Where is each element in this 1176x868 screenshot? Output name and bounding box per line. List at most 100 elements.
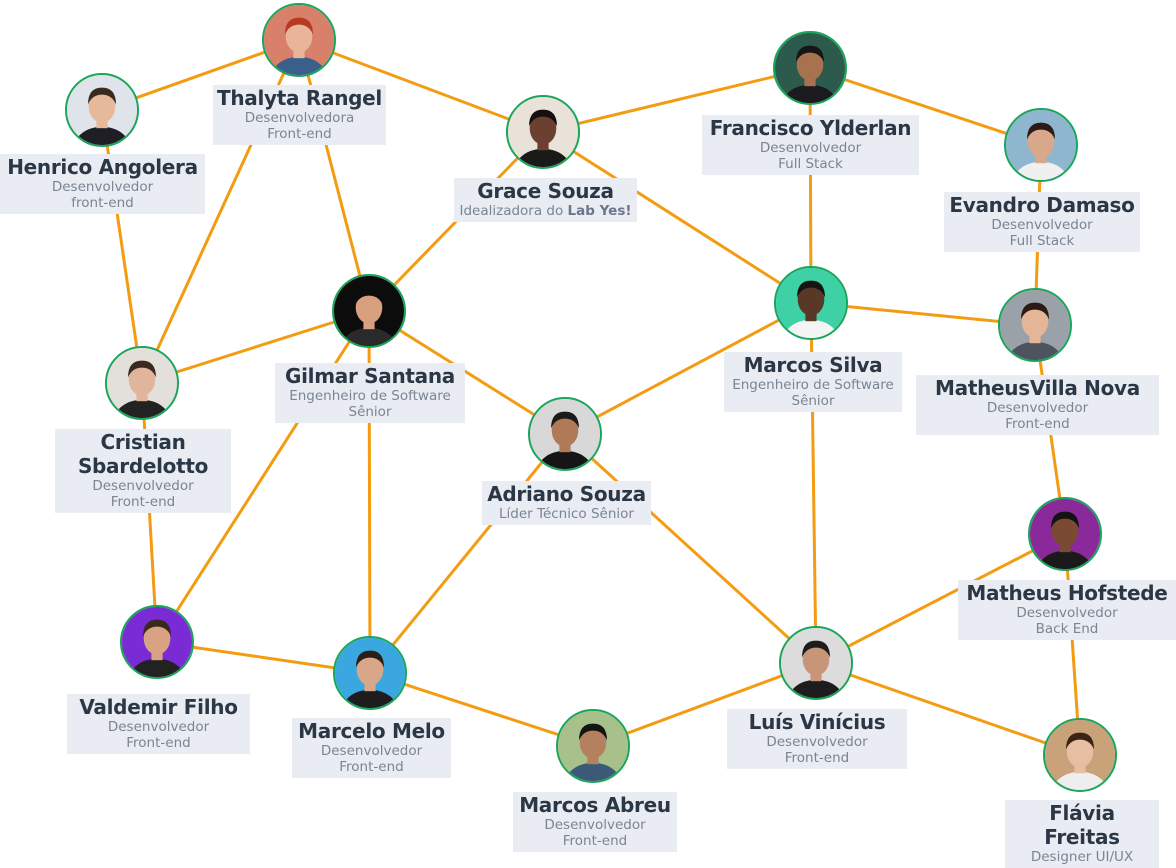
avatar-gilmar[interactable] — [332, 274, 406, 348]
person-role: Desenvolvedor — [51, 179, 154, 195]
card-cristian: Cristian Sbardelotto Desenvolvedor Front… — [55, 429, 231, 513]
portrait-icon — [1000, 290, 1070, 360]
avatar-valdemir[interactable] — [120, 605, 194, 679]
person-role-detail: Sênior — [791, 393, 835, 409]
avatar-marcelo[interactable] — [333, 636, 407, 710]
avatar-grace[interactable] — [506, 95, 580, 169]
person-role: Líder Técnico Sênior — [499, 506, 634, 522]
person-name: Marcos Silva — [743, 353, 883, 377]
person-role: Desenvolvedor — [107, 719, 210, 735]
portrait-icon — [334, 276, 404, 346]
connection-luis-flavia — [815, 661, 1081, 757]
person-role: Idealizadora do Lab Yes! — [459, 203, 632, 219]
card-luis: Luís Vinícius Desenvolvedor Front-end — [727, 709, 907, 769]
avatar-adriano[interactable] — [528, 397, 602, 471]
person-role-detail: Front-end — [784, 750, 850, 766]
connection-marcos_silva-matheus_villa — [810, 301, 1036, 327]
portrait-icon — [508, 97, 578, 167]
connection-adriano-marcelo — [368, 433, 567, 674]
person-role-detail: Front-end — [110, 494, 176, 510]
connection-francisco-marcos_silva — [808, 67, 813, 304]
connection-grace-francisco — [542, 66, 811, 134]
card-henrico: Henrico Angolera Desenvolvedor front-end — [0, 154, 205, 214]
person-role-detail: Front-end — [267, 126, 332, 142]
avatar-luis[interactable] — [779, 626, 853, 700]
card-matheus-villa: MatheusVilla Nova Desenvolvedor Front-en… — [916, 375, 1159, 435]
person-role: Desenvolvedor — [986, 400, 1089, 416]
person-name: MatheusVilla Nova — [935, 376, 1140, 400]
card-valdemir: Valdemir Filho Desenvolvedor Front-end — [67, 694, 250, 754]
person-role: Desenvolvedor — [1016, 605, 1118, 621]
avatar-marcos-silva[interactable] — [774, 266, 848, 340]
person-name: Valdemir Filho — [79, 695, 238, 719]
person-name: Luís Vinícius — [748, 710, 886, 734]
connection-marcelo-marcos_abreu — [369, 671, 594, 748]
card-francisco: Francisco Ylderlan Desenvolvedor Full St… — [702, 115, 919, 175]
avatar-henrico[interactable] — [65, 73, 139, 147]
person-role: Desenvolvedor — [991, 217, 1093, 233]
person-role: Designer UI/UX — [1030, 849, 1134, 865]
person-role-detail: Back End — [1035, 621, 1099, 637]
person-name: Thalyta Rangel — [217, 86, 382, 110]
connection-adriano-luis — [563, 432, 818, 665]
person-role: Desenvolvedor — [759, 140, 862, 156]
card-evandro: Evandro Damaso Desenvolvedor Full Stack — [944, 192, 1140, 252]
person-name: Grace Souza — [477, 179, 614, 203]
avatar-francisco[interactable] — [773, 31, 847, 105]
person-role-detail: Front-end — [339, 759, 404, 775]
portrait-icon — [775, 33, 845, 103]
portrait-icon — [776, 268, 846, 338]
person-role: Desenvolvedor — [766, 734, 868, 750]
card-matheus-hofstede: Matheus Hofstede Desenvolvedor Back End — [958, 580, 1176, 640]
portrait-icon — [781, 628, 851, 698]
person-role: Desenvolvedor — [92, 478, 194, 494]
card-grace: Grace Souza Idealizadora do Lab Yes! — [454, 178, 637, 222]
portrait-icon — [122, 607, 192, 677]
portrait-icon — [1045, 720, 1115, 790]
portrait-icon — [1030, 499, 1100, 569]
portrait-icon — [1006, 110, 1076, 180]
portrait-icon — [558, 711, 628, 781]
person-role: Engenheiro de Software — [732, 377, 894, 393]
card-adriano: Adriano Souza Líder Técnico Sênior — [482, 481, 651, 525]
avatar-evandro[interactable] — [1004, 108, 1078, 182]
avatar-cristian[interactable] — [105, 346, 179, 420]
connection-luis-matheus_hofstede — [815, 532, 1066, 665]
person-name: Adriano Souza — [487, 482, 646, 506]
portrait-icon — [335, 638, 405, 708]
person-name: Matheus Hofstede — [966, 581, 1168, 605]
connection-henrico-cristian — [100, 109, 144, 384]
person-role-detail: Front-end — [562, 833, 628, 849]
person-name: Francisco Ylderlan — [709, 116, 912, 140]
portrait-icon — [530, 399, 600, 469]
person-role-detail: Front-end — [1005, 416, 1070, 432]
person-role: Desenvolvedor — [544, 817, 646, 833]
portrait-icon — [107, 348, 177, 418]
person-role-detail: Full Stack — [778, 156, 843, 172]
person-role-detail: Front-end — [126, 735, 191, 751]
card-marcos-silva: Marcos Silva Engenheiro de Software Sêni… — [724, 352, 902, 412]
person-name: Gilmar Santana — [284, 364, 456, 388]
person-role-detail: Sênior — [348, 404, 392, 420]
avatar-matheus-hofstede[interactable] — [1028, 497, 1102, 571]
avatar-matheus-villa[interactable] — [998, 288, 1072, 362]
connection-grace-marcos_silva — [542, 130, 812, 305]
avatar-thalyta[interactable] — [262, 3, 336, 77]
card-marcelo: Marcelo Melo Desenvolvedor Front-end — [292, 718, 451, 778]
person-name: Flávia Freitas — [1044, 801, 1120, 849]
person-name: Henrico Angolera — [7, 155, 198, 179]
person-role-detail: front-end — [71, 195, 134, 211]
person-name: Evandro Damaso — [949, 193, 1135, 217]
avatar-marcos-abreu[interactable] — [556, 709, 630, 783]
card-gilmar: Gilmar Santana Engenheiro de Software Sê… — [275, 363, 465, 423]
avatar-flavia[interactable] — [1043, 718, 1117, 792]
connection-francisco-evandro — [809, 66, 1042, 147]
person-name: Marcelo Melo — [298, 719, 445, 743]
portrait-icon — [67, 75, 137, 145]
person-role: Engenheiro de Software — [289, 388, 451, 404]
connection-gilmar-adriano — [368, 309, 566, 436]
connection-marcos_silva-adriano — [564, 301, 812, 436]
person-role-detail: Full Stack — [1009, 233, 1075, 249]
person-name: Cristian Sbardelotto — [77, 430, 209, 478]
